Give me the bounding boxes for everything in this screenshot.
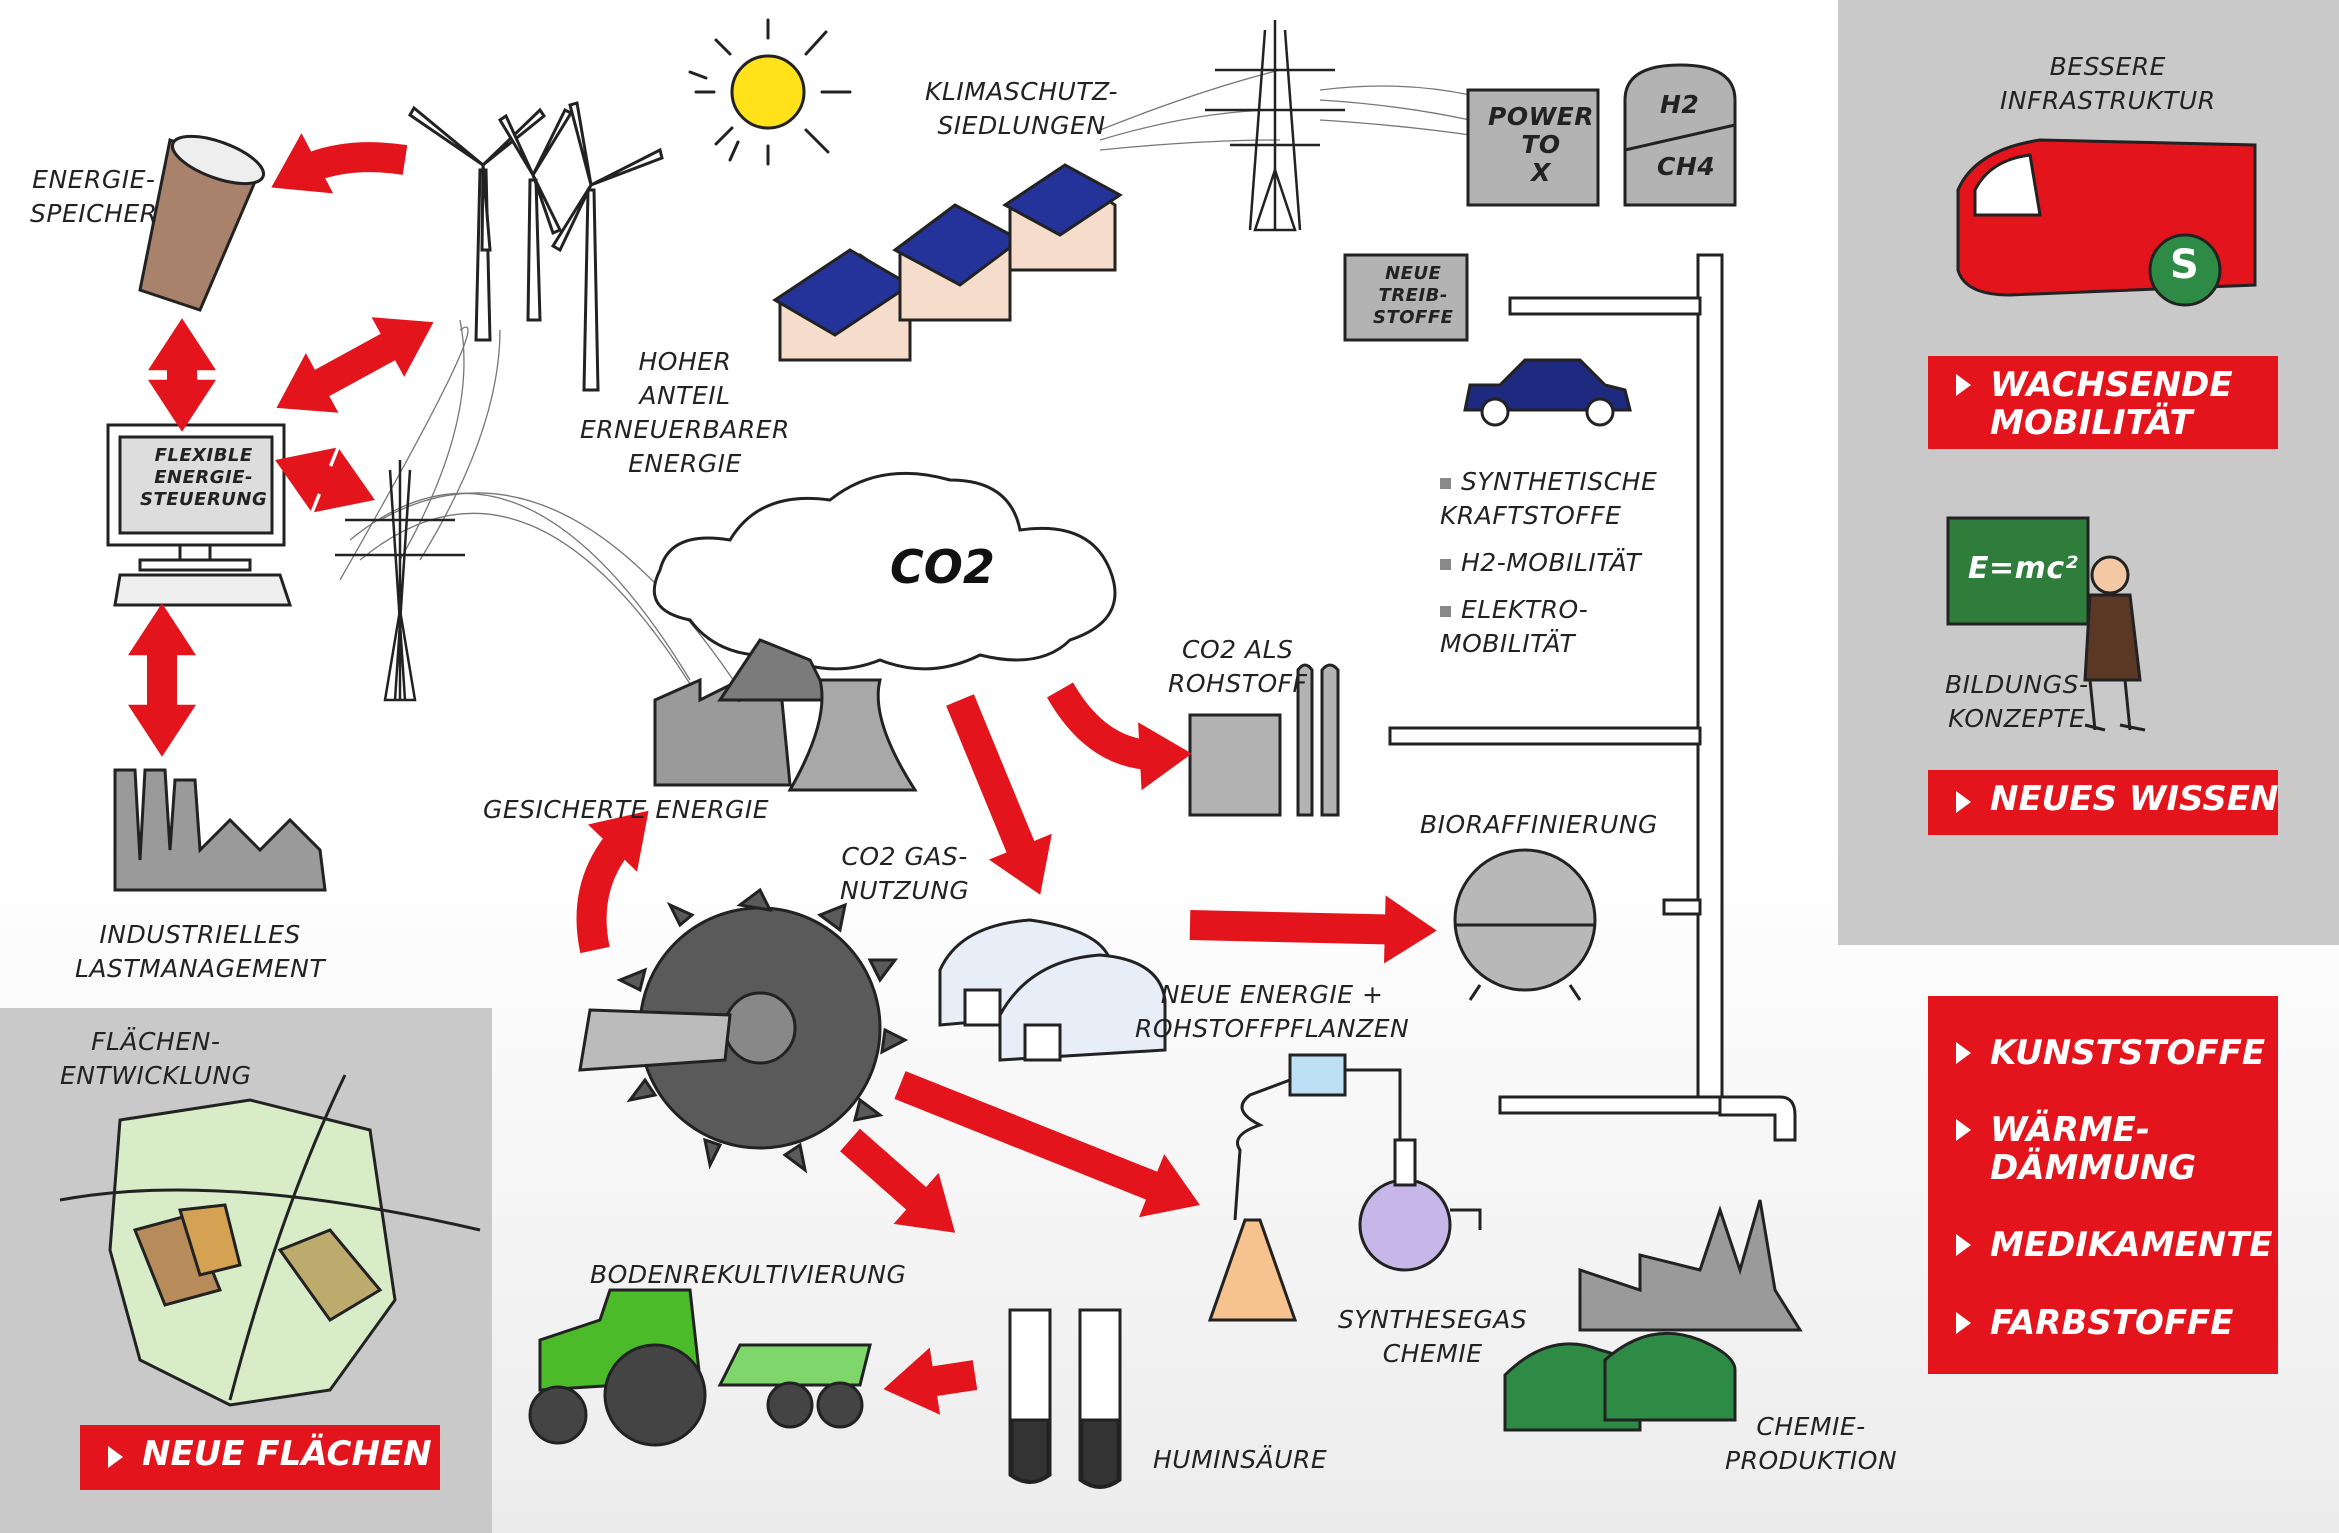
label-hoher-anteil: HOHER ANTEIL ERNEUERBARER ENERGIE: [580, 347, 790, 478]
train-icon: [1956, 138, 2257, 307]
button-label: NEUE FLÄCHEN: [142, 1434, 432, 1474]
arrow-tubes-to-tractor-head: [883, 1347, 941, 1415]
label-klimaschutz: KLIMASCHUTZ- SIEDLUNGEN: [925, 77, 1118, 140]
arrow-computer-pylon-head: [275, 447, 337, 511]
car-icon: [1463, 358, 1632, 427]
product-waermedaemmung[interactable]: WÄRME- DÄMMUNG: [1928, 1111, 2196, 1187]
arrow-excavator-to-energy: [576, 819, 641, 954]
bucket-wheel-excavator-icon: [578, 887, 909, 1174]
arrow-computer-factory-head: [128, 603, 196, 656]
arrow-computer-factory-head: [128, 704, 196, 757]
product-label: MEDIKAMENTE: [1990, 1225, 2273, 1265]
product-medikamente[interactable]: MEDIKAMENTE: [1928, 1226, 2273, 1264]
arrow-excavator-to-soil: [840, 1128, 945, 1227]
label-neue-treibstoffe: NEUE TREIB- STOFFE: [1373, 263, 1454, 328]
co2-rohstoff-building: [1188, 663, 1340, 817]
label-energiespeicher: ENERGIE- SPEICHER: [30, 165, 158, 228]
product-label: KUNSTSTOFFE: [1990, 1033, 2266, 1073]
label-bessere: BESSERE INFRASTRUKTUR: [2000, 52, 2216, 115]
factory-icon: [113, 768, 327, 892]
label-chemie: CHEMIE- PRODUKTION: [1725, 1412, 1898, 1475]
label-power-to-x: POWER TO X: [1488, 102, 1594, 187]
arrow-computer-turbine-head: [371, 317, 434, 377]
wind-turbine-icon: [408, 101, 664, 392]
arrow-cloud-to-rohstoff: [1046, 682, 1167, 771]
arrow-computer-pylon-head: [313, 449, 375, 513]
button-neue-flaechen[interactable]: NEUE FLÄCHEN: [80, 1425, 440, 1490]
pipeline-icon: [1388, 253, 1797, 1142]
area-map-icon: [59, 1074, 481, 1407]
arrow-excavator-to-lab-head: [1138, 1154, 1200, 1218]
label-gesicherte: GESICHERTE ENERGIE: [483, 795, 770, 824]
label-ch4: CH4: [1657, 152, 1716, 181]
mobility-item-synthetische: SYNTHETISCHE KRAFTSTOFFE: [1440, 465, 1657, 533]
cloud-icon: [652, 471, 1117, 671]
label-bildung: BILDUNGS- KONZEPTE: [1945, 670, 2089, 733]
label-h2: H2: [1660, 90, 1700, 119]
tractor-icon: [528, 1288, 872, 1447]
label-co2-gas: CO2 GAS- NUTZUNG: [840, 842, 970, 905]
arrow-excavator-to-energy-head: [588, 810, 649, 872]
label-s-badge: S: [2170, 242, 2200, 288]
power-pylon-icon: [335, 460, 465, 702]
button-label: NEUES WISSEN: [1990, 779, 2279, 819]
label-industrielles: INDUSTRIELLES LASTMANAGEMENT: [75, 920, 326, 983]
label-synthesegas: SYNTHESEGAS CHEMIE: [1338, 1305, 1528, 1368]
label-co2-rohstoff: CO2 ALS ROHSTOFF: [1168, 635, 1308, 698]
arrow-greenhouse-to-tank: [1189, 910, 1411, 945]
label-neue-energie: NEUE ENERGIE + ROHSTOFFPFLANZEN: [1135, 980, 1410, 1043]
product-farbstoffe[interactable]: FARBSTOFFE: [1928, 1304, 2234, 1342]
sun-icon: [688, 18, 852, 166]
spherical-tank-icon: [1453, 848, 1597, 1001]
arrow-battery-computer-head: [148, 318, 216, 371]
label-flexible: FLEXIBLE ENERGIE- STEUERUNG: [140, 445, 268, 510]
mobility-item-elektro: ELEKTRO- MOBILITÄT: [1440, 593, 1588, 661]
product-label: WÄRME- DÄMMUNG: [1990, 1110, 2197, 1188]
solar-houses-icon: [772, 163, 1123, 362]
label-bioraffinierung: BIORAFFINIERUNG: [1420, 810, 1658, 839]
product-label: FARBSTOFFE: [1990, 1303, 2234, 1343]
lab-glassware-icon: [1207, 1053, 1482, 1322]
button-wachsende-mobilitaet[interactable]: WACHSENDE MOBILITÄT: [1928, 356, 2278, 449]
power-pylon-icon-top: [1205, 20, 1345, 232]
label-co2: CO2: [890, 540, 995, 594]
flow-arrows: [128, 133, 1437, 1415]
arrow-greenhouse-to-tank-head: [1384, 895, 1437, 964]
arrow-cloud-to-greenhouse: [946, 694, 1044, 876]
arrow-turbine-to-battery-head: [271, 133, 334, 194]
arrow-cloud-to-rohstoff-head: [1138, 722, 1192, 791]
arrow-excavator-to-soil-head: [893, 1172, 956, 1233]
battery-icon: [138, 134, 266, 312]
arrow-turbine-to-battery: [287, 142, 408, 189]
button-label: WACHSENDE MOBILITÄT: [1990, 365, 2233, 443]
power-plant-icon: [653, 638, 918, 792]
button-neues-wissen[interactable]: NEUES WISSEN: [1928, 770, 2278, 835]
arrow-tubes-to-tractor: [907, 1360, 978, 1400]
arrow-cloud-to-greenhouse-head: [988, 833, 1052, 895]
label-bodenrekultivierung: BODENREKULTIVIERUNG: [590, 1260, 907, 1289]
mobility-item-h2: H2-MOBILITÄT: [1440, 546, 1641, 580]
biogas-plant-icon: [1503, 1199, 1803, 1432]
arrow-computer-turbine-head: [276, 353, 339, 413]
label-flaechen: FLÄCHEN- ENTWICKLUNG: [60, 1027, 252, 1090]
computer-icon: [106, 423, 293, 607]
greenhouse-icon: [938, 918, 1167, 1062]
label-formula: E=mc²: [1968, 551, 2079, 586]
arrow-battery-computer-head: [148, 379, 216, 432]
product-kunststoffe[interactable]: KUNSTSTOFFE: [1928, 1034, 2265, 1072]
power-to-x-box: [1466, 63, 1737, 207]
arrow-excavator-to-lab: [894, 1071, 1181, 1209]
products-panel: KUNSTSTOFFE WÄRME- DÄMMUNG MEDIKAMENTE F…: [1928, 996, 2278, 1374]
label-huminsaeure: HUMINSÄURE: [1153, 1445, 1328, 1474]
treibstoffe-box: [1343, 253, 1469, 342]
test-tubes-icon: [1008, 1308, 1122, 1489]
teacher-chalkboard-icon: [1946, 516, 2146, 732]
